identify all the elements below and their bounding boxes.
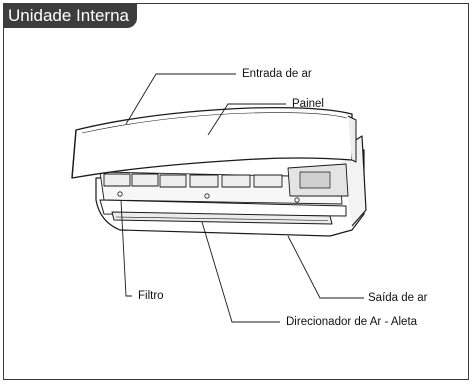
label-air-outlet: Saída de ar	[368, 292, 428, 304]
label-filter: Filtro	[138, 290, 164, 302]
leader-louver	[201, 221, 280, 323]
leader-panel	[207, 103, 286, 136]
leader-air-inlet	[125, 73, 236, 125]
label-air-inlet: Entrada de ar	[242, 68, 312, 80]
louver	[111, 211, 333, 225]
label-louver: Direcionador de Ar - Aleta	[286, 316, 418, 328]
leader-filter	[120, 199, 132, 297]
section-title: Unidade Interna	[3, 3, 137, 28]
label-panel: Painel	[292, 98, 324, 110]
indoor-unit-illustration	[71, 106, 367, 237]
diagram-frame	[3, 3, 469, 380]
lower-chassis	[99, 199, 347, 217]
filter-slots	[103, 173, 283, 188]
leader-lines	[120, 73, 364, 323]
leader-air-outlet	[287, 235, 364, 299]
